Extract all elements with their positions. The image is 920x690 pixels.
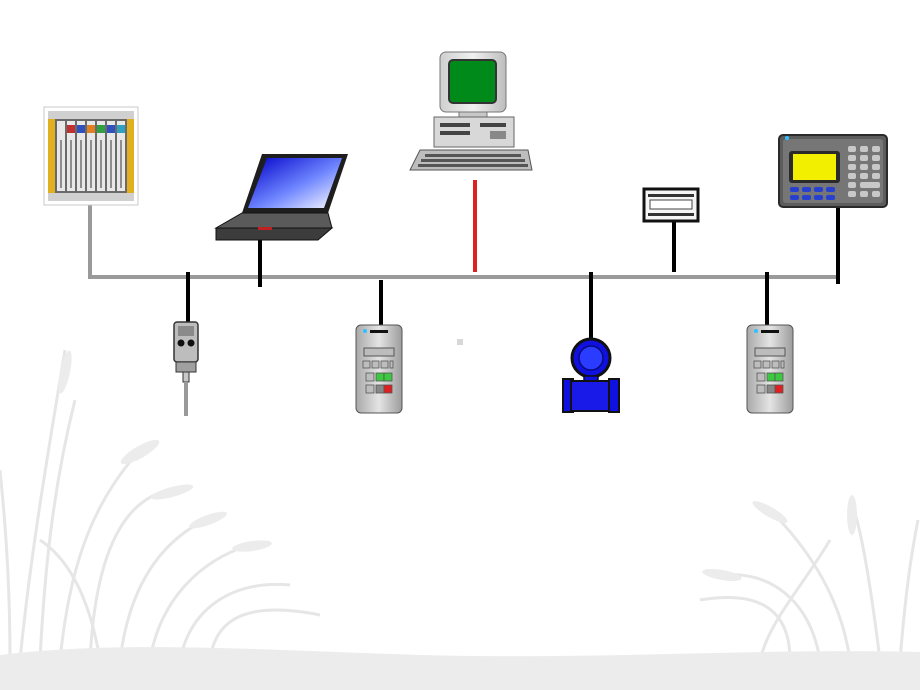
desktop-computer-icon — [409, 51, 533, 171]
panel-display-icon — [642, 187, 700, 223]
background-grass-left-heads — [58, 350, 272, 552]
background-grass-right-heads — [702, 495, 857, 582]
laptop-icon — [214, 154, 348, 241]
plc-rack-icon — [43, 106, 139, 206]
background-grass-left — [0, 349, 321, 661]
photoelectric-sensor-icon — [173, 321, 199, 416]
background-ground — [0, 647, 920, 690]
stray-marker — [457, 339, 463, 345]
flow-transmitter-icon — [562, 337, 620, 413]
drive-controller-icon — [746, 324, 794, 414]
operator-terminal-icon — [778, 134, 888, 208]
drive-controller-icon — [355, 324, 403, 414]
